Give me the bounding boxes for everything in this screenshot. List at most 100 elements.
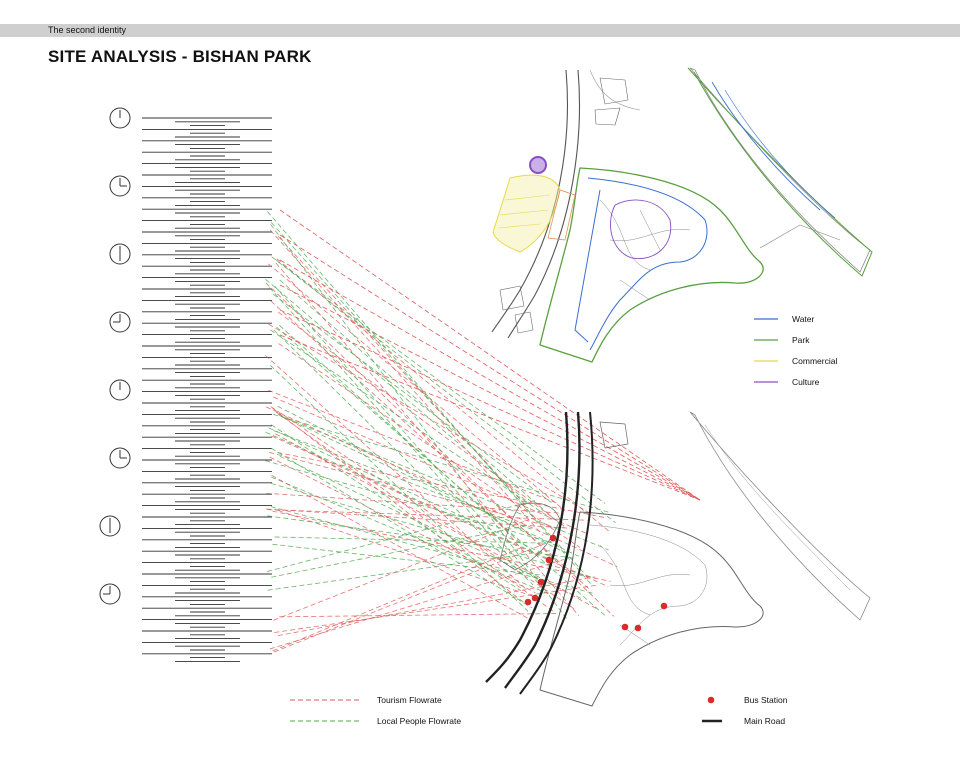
tourism-flow-line	[270, 229, 544, 536]
tourism-flow-line	[279, 209, 701, 501]
river-channel-inner-bottom	[704, 424, 851, 591]
local-flow-line	[274, 536, 547, 544]
clock-face	[109, 243, 131, 265]
tourism-flow-line	[277, 235, 529, 509]
tourism-flow-line	[279, 334, 701, 501]
flow-legend-label: Local People Flowrate	[377, 716, 461, 726]
local-flow-line	[271, 524, 529, 578]
park-inner-paths	[599, 199, 691, 301]
clock-face	[109, 447, 131, 469]
local-flow-line	[270, 424, 522, 592]
local-flow-line	[273, 414, 611, 513]
local-flow-line	[267, 515, 577, 559]
local-flow-line	[269, 365, 529, 612]
clock-icon	[109, 107, 131, 129]
tourism-flow-line	[277, 576, 595, 637]
culture-node	[529, 156, 547, 174]
tourism-flow-line	[277, 509, 544, 601]
clock-icon	[99, 515, 121, 537]
local-flow-line	[268, 427, 561, 562]
bus-station-marker	[545, 556, 553, 564]
tourism-flow-line	[265, 406, 618, 567]
local-flow-line	[270, 224, 568, 620]
local-flow-line	[279, 279, 565, 529]
main-road-3	[519, 411, 594, 695]
flow-map	[485, 411, 871, 707]
bus-station-marker	[549, 534, 557, 542]
tourism-flow-line	[279, 613, 559, 618]
bus-station-marker	[537, 578, 545, 586]
tourism-flow-line	[273, 539, 554, 653]
bus-station-legend-icon	[707, 696, 715, 704]
local-flow-line	[266, 499, 537, 572]
project-label: The second identity	[48, 25, 127, 35]
bus-station-marker	[634, 624, 642, 632]
local-flow-line	[271, 447, 533, 609]
tourism-flow-line	[272, 510, 611, 582]
tourism-flow-line	[279, 284, 701, 501]
main-road-1	[485, 411, 569, 683]
clock-icon	[99, 583, 121, 605]
road-minor-top	[589, 69, 641, 111]
tourism-flow-line	[279, 234, 701, 501]
tourism-flow-line	[269, 456, 536, 594]
tourism-flow-line	[266, 508, 570, 529]
tourism-flow-line	[269, 451, 555, 529]
river-channel-outline-bottom	[689, 411, 871, 621]
commercial-hatch	[497, 194, 551, 229]
tourism-flow-line	[266, 492, 561, 514]
flow-legend-label: Tourism Flowrate	[377, 695, 442, 705]
main-road-top	[491, 69, 568, 333]
local-flow-line	[265, 278, 529, 503]
clock-face	[99, 515, 121, 537]
tourism-flow-line	[274, 584, 600, 633]
tourism-flow-line	[278, 311, 568, 529]
main-road-2	[504, 411, 581, 689]
tourism-flow-line	[268, 389, 560, 505]
tourism-flow-line	[275, 411, 555, 612]
park-boundary	[539, 167, 764, 363]
timeline-bars	[142, 117, 272, 662]
clock-icon	[109, 379, 131, 401]
legend-label-commercial: Commercial	[792, 356, 837, 366]
tourism-flow-line	[265, 355, 527, 590]
river-channel-outline	[689, 67, 871, 273]
river-water-inner-2	[724, 89, 836, 219]
legend-label-water: Water	[792, 314, 815, 324]
commercial-block	[492, 174, 561, 253]
park-boundary-bottom	[539, 511, 764, 707]
local-flow-line	[265, 431, 549, 559]
local-flow-line	[267, 549, 555, 591]
clock-face	[109, 311, 131, 333]
clock-face	[99, 583, 121, 605]
local-flow-line	[277, 414, 579, 557]
clock-icon	[109, 447, 131, 469]
tourism-flow-line	[275, 262, 580, 617]
bus-station-marker	[524, 598, 532, 606]
local-flow-line	[275, 259, 606, 504]
tourism-flow-line	[273, 519, 529, 621]
infra-legend-label: Main Road	[744, 716, 785, 726]
local-flow-line	[277, 405, 566, 554]
tourism-flow-line	[270, 406, 575, 610]
local-flow-line	[269, 287, 524, 573]
flow-lines	[265, 209, 701, 653]
culture-zone	[610, 199, 672, 260]
building-cluster-top	[594, 77, 629, 126]
legend-label-culture: Culture	[792, 377, 820, 387]
bus-station-marker	[660, 602, 668, 610]
building-cluster-left	[499, 285, 534, 334]
local-flow-line	[274, 286, 544, 590]
tourism-flow-line	[278, 343, 581, 548]
river-park-edge	[687, 67, 873, 277]
building-cluster-bottom	[499, 421, 629, 571]
clock-icon	[109, 243, 131, 265]
local-flow-line	[273, 430, 532, 530]
local-flow-line	[272, 543, 544, 576]
local-flow-line	[272, 293, 552, 503]
clock-icon	[109, 175, 131, 197]
river-water-inner	[711, 81, 821, 211]
